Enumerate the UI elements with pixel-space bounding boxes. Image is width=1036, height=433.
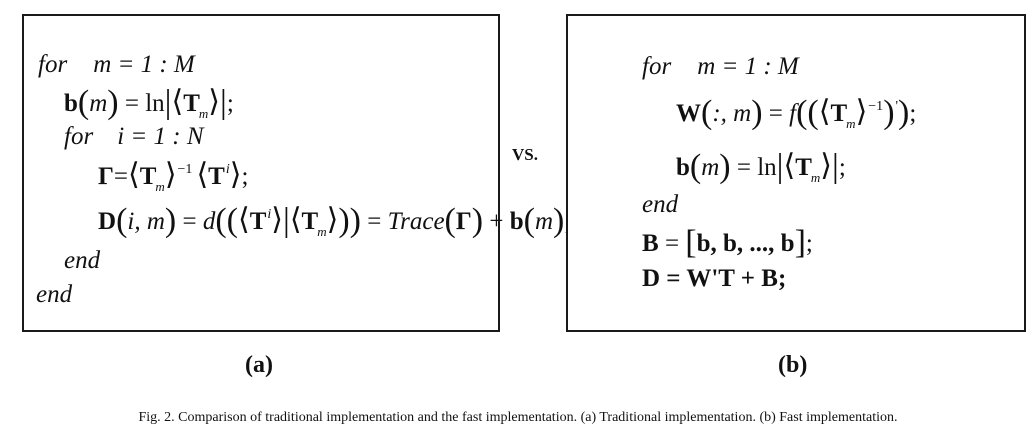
figure-caption: Fig. 2. Comparison of traditional implem… xyxy=(138,410,898,425)
big-d-assignment: D = W'T + B; xyxy=(642,265,787,292)
panel-b-label: (b) xyxy=(778,352,808,378)
b-assignment: b(m) = ln|⟨Tm⟩|; xyxy=(64,84,234,122)
big-b-assignment: B = [b, b, ..., b]; xyxy=(642,224,813,261)
panel-a-label: (a) xyxy=(245,352,273,378)
end-inner-loop: end xyxy=(64,247,101,274)
d-assignment: D(i, m) = d((⟨Ti⟩|⟨Tm⟩)) = Trace(Γ) + b(… xyxy=(98,202,571,240)
w-assignment: W(:, m) = f((⟨Tm⟩−1)'); xyxy=(676,94,917,132)
gamma-assignment: Γ=⟨Tm⟩−1⟨Ti⟩; xyxy=(98,158,249,195)
vs-label: VS. xyxy=(512,145,538,164)
end-loop-b: end xyxy=(642,191,679,218)
end-outer-loop: end xyxy=(36,281,73,308)
b-assignment-b: b(m) = ln|⟨Tm⟩|; xyxy=(676,148,846,186)
